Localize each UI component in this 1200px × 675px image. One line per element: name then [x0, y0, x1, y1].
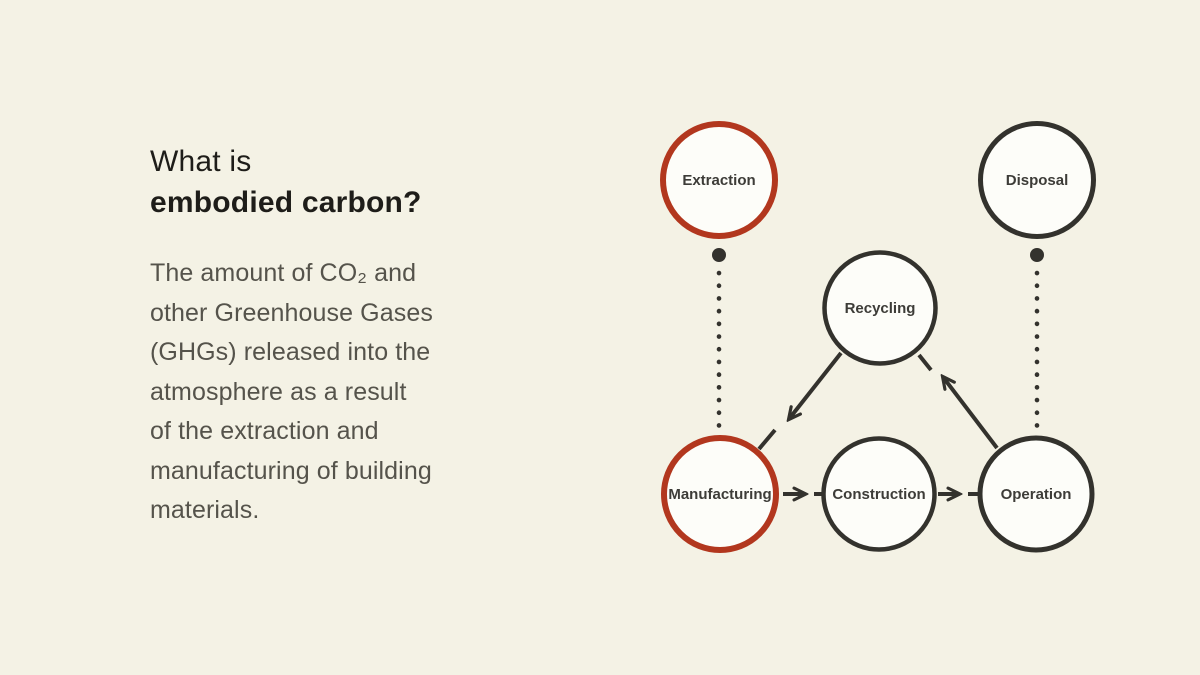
edge-disposal-operation: [1030, 248, 1044, 432]
body-line: other Greenhouse Gases: [150, 298, 433, 327]
body-line: of the extraction and: [150, 417, 379, 445]
dotted-line-start-dot: [712, 248, 726, 262]
node-operation-label: Operation: [1001, 486, 1072, 503]
body-line: The amount of CO₂ and: [150, 259, 417, 287]
node-extraction-label: Extraction: [682, 172, 755, 189]
page-title-line-2: embodied carbon?: [150, 186, 422, 219]
node-disposal: Disposal: [978, 121, 1096, 239]
body-line: manufacturing of building: [150, 456, 432, 485]
node-construction: Construction: [821, 436, 937, 552]
body-line: atmosphere as a result: [150, 377, 407, 406]
body-copy: The amount of CO₂ and other Greenhouse G…: [150, 254, 510, 531]
arrow-stub: [917, 353, 933, 372]
lifecycle-diagram: Extraction Disposal Recycling Manufactur…: [660, 121, 1096, 553]
node-disposal-label: Disposal: [1006, 172, 1069, 189]
node-operation: Operation: [977, 435, 1095, 553]
node-construction-label: Construction: [832, 486, 925, 503]
arrow-stub: [757, 428, 777, 451]
node-construction-circle: [821, 436, 937, 552]
edge-extraction-manufacturing: [712, 248, 726, 431]
node-recycling-label: Recycling: [845, 300, 916, 317]
arrow-shaft: [943, 377, 999, 450]
body-line: materials.: [150, 496, 260, 524]
node-manufacturing-label: Manufacturing: [668, 486, 771, 503]
node-recycling-circle: [822, 250, 938, 366]
node-recycling: Recycling: [822, 250, 938, 366]
node-manufacturing-circle: [661, 435, 779, 553]
node-manufacturing: Manufacturing: [661, 435, 779, 553]
node-extraction: Extraction: [660, 121, 778, 239]
edge-operation-recycling: [917, 353, 999, 450]
node-operation-circle: [977, 435, 1095, 553]
node-extraction-circle: [660, 121, 778, 239]
body-line: (GHGs) released into the: [150, 338, 431, 366]
node-disposal-circle: [978, 121, 1096, 239]
dotted-line-start-dot: [1030, 248, 1044, 262]
edge-recycling-manufacturing: [757, 351, 843, 451]
page-title-line-1: What is: [150, 145, 252, 178]
text-panel: What is embodied carbon? The amount of C…: [150, 141, 510, 531]
arrow-shaft: [789, 351, 843, 419]
